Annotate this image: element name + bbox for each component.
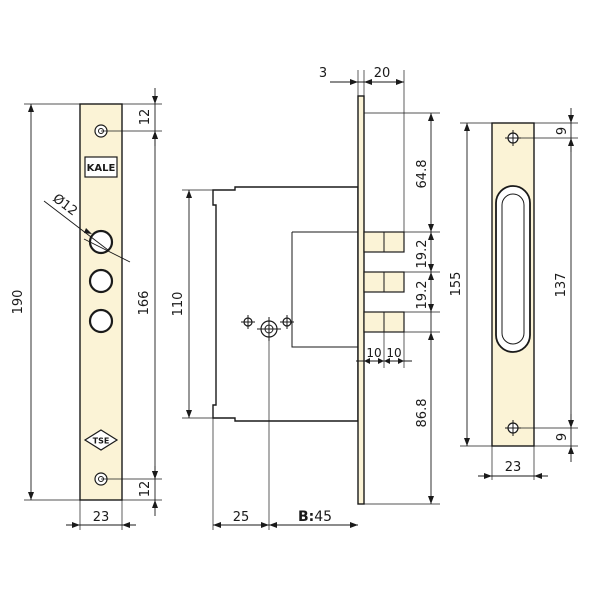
bottom-to-bolt-label: 86.8: [415, 399, 430, 428]
front-plate-side: [357, 95, 365, 505]
strike-top-offset-label: 9: [555, 127, 570, 135]
bolt-width-2-label: 10: [386, 346, 401, 360]
mounting-hole-right-icon: [280, 315, 294, 329]
faceplate-width-label: 23: [93, 510, 110, 525]
faceplate-screw-distance-label: 166: [137, 291, 152, 316]
lock-body-view: 110 3 20 64.8 19.2 19.2 86.8 10 10: [171, 66, 440, 530]
strike-bottom-offset-label: 9: [555, 433, 570, 441]
lock-case-outline: [212, 186, 359, 422]
backset-prefix: B:: [298, 509, 314, 525]
bolt-pitch-2-label: 19.2: [415, 281, 430, 310]
faceplate-height-label: 190: [11, 290, 26, 315]
plate-thickness-label: 3: [319, 66, 327, 81]
strike-height-label: 155: [449, 272, 464, 297]
faceplate-bottom-offset-label: 12: [138, 481, 153, 498]
bolt-pocket-outline: [291, 231, 358, 348]
tse-badge-text: TSE: [93, 437, 110, 446]
bolt-width-1-label: 10: [366, 346, 381, 360]
cylinder-hole-diameter-label: Ø12: [50, 191, 80, 219]
body-height-label: 110: [171, 292, 186, 317]
faceplate-view: KALE TSE 190 166: [11, 88, 162, 530]
brand-logo-icon: KALE: [84, 156, 118, 178]
cylinder-hole-3: [88, 308, 114, 334]
brand-logo-text: KALE: [87, 163, 116, 174]
backset-label: B:45: [298, 509, 332, 525]
cylinder-hole-1: [88, 229, 114, 255]
bolt-throw-label: 20: [374, 66, 391, 81]
backset-offset-label: 25: [233, 510, 250, 525]
strike-slot-height-label: 137: [554, 273, 569, 298]
strike-width-label: 23: [505, 460, 522, 475]
mounting-hole-left-icon: [241, 315, 255, 329]
backset-value: 45: [314, 509, 332, 525]
bolt-pitch-1-label: 19.2: [415, 240, 430, 269]
strike-slot: [495, 185, 531, 353]
cylinder-hole-2: [88, 268, 114, 294]
tse-badge-icon: TSE: [83, 429, 119, 451]
strike-plate-view: 155 137 9 9 23: [449, 108, 578, 480]
faceplate-top-offset-label: 12: [138, 109, 153, 126]
top-to-bolt-label: 64.8: [415, 160, 430, 189]
